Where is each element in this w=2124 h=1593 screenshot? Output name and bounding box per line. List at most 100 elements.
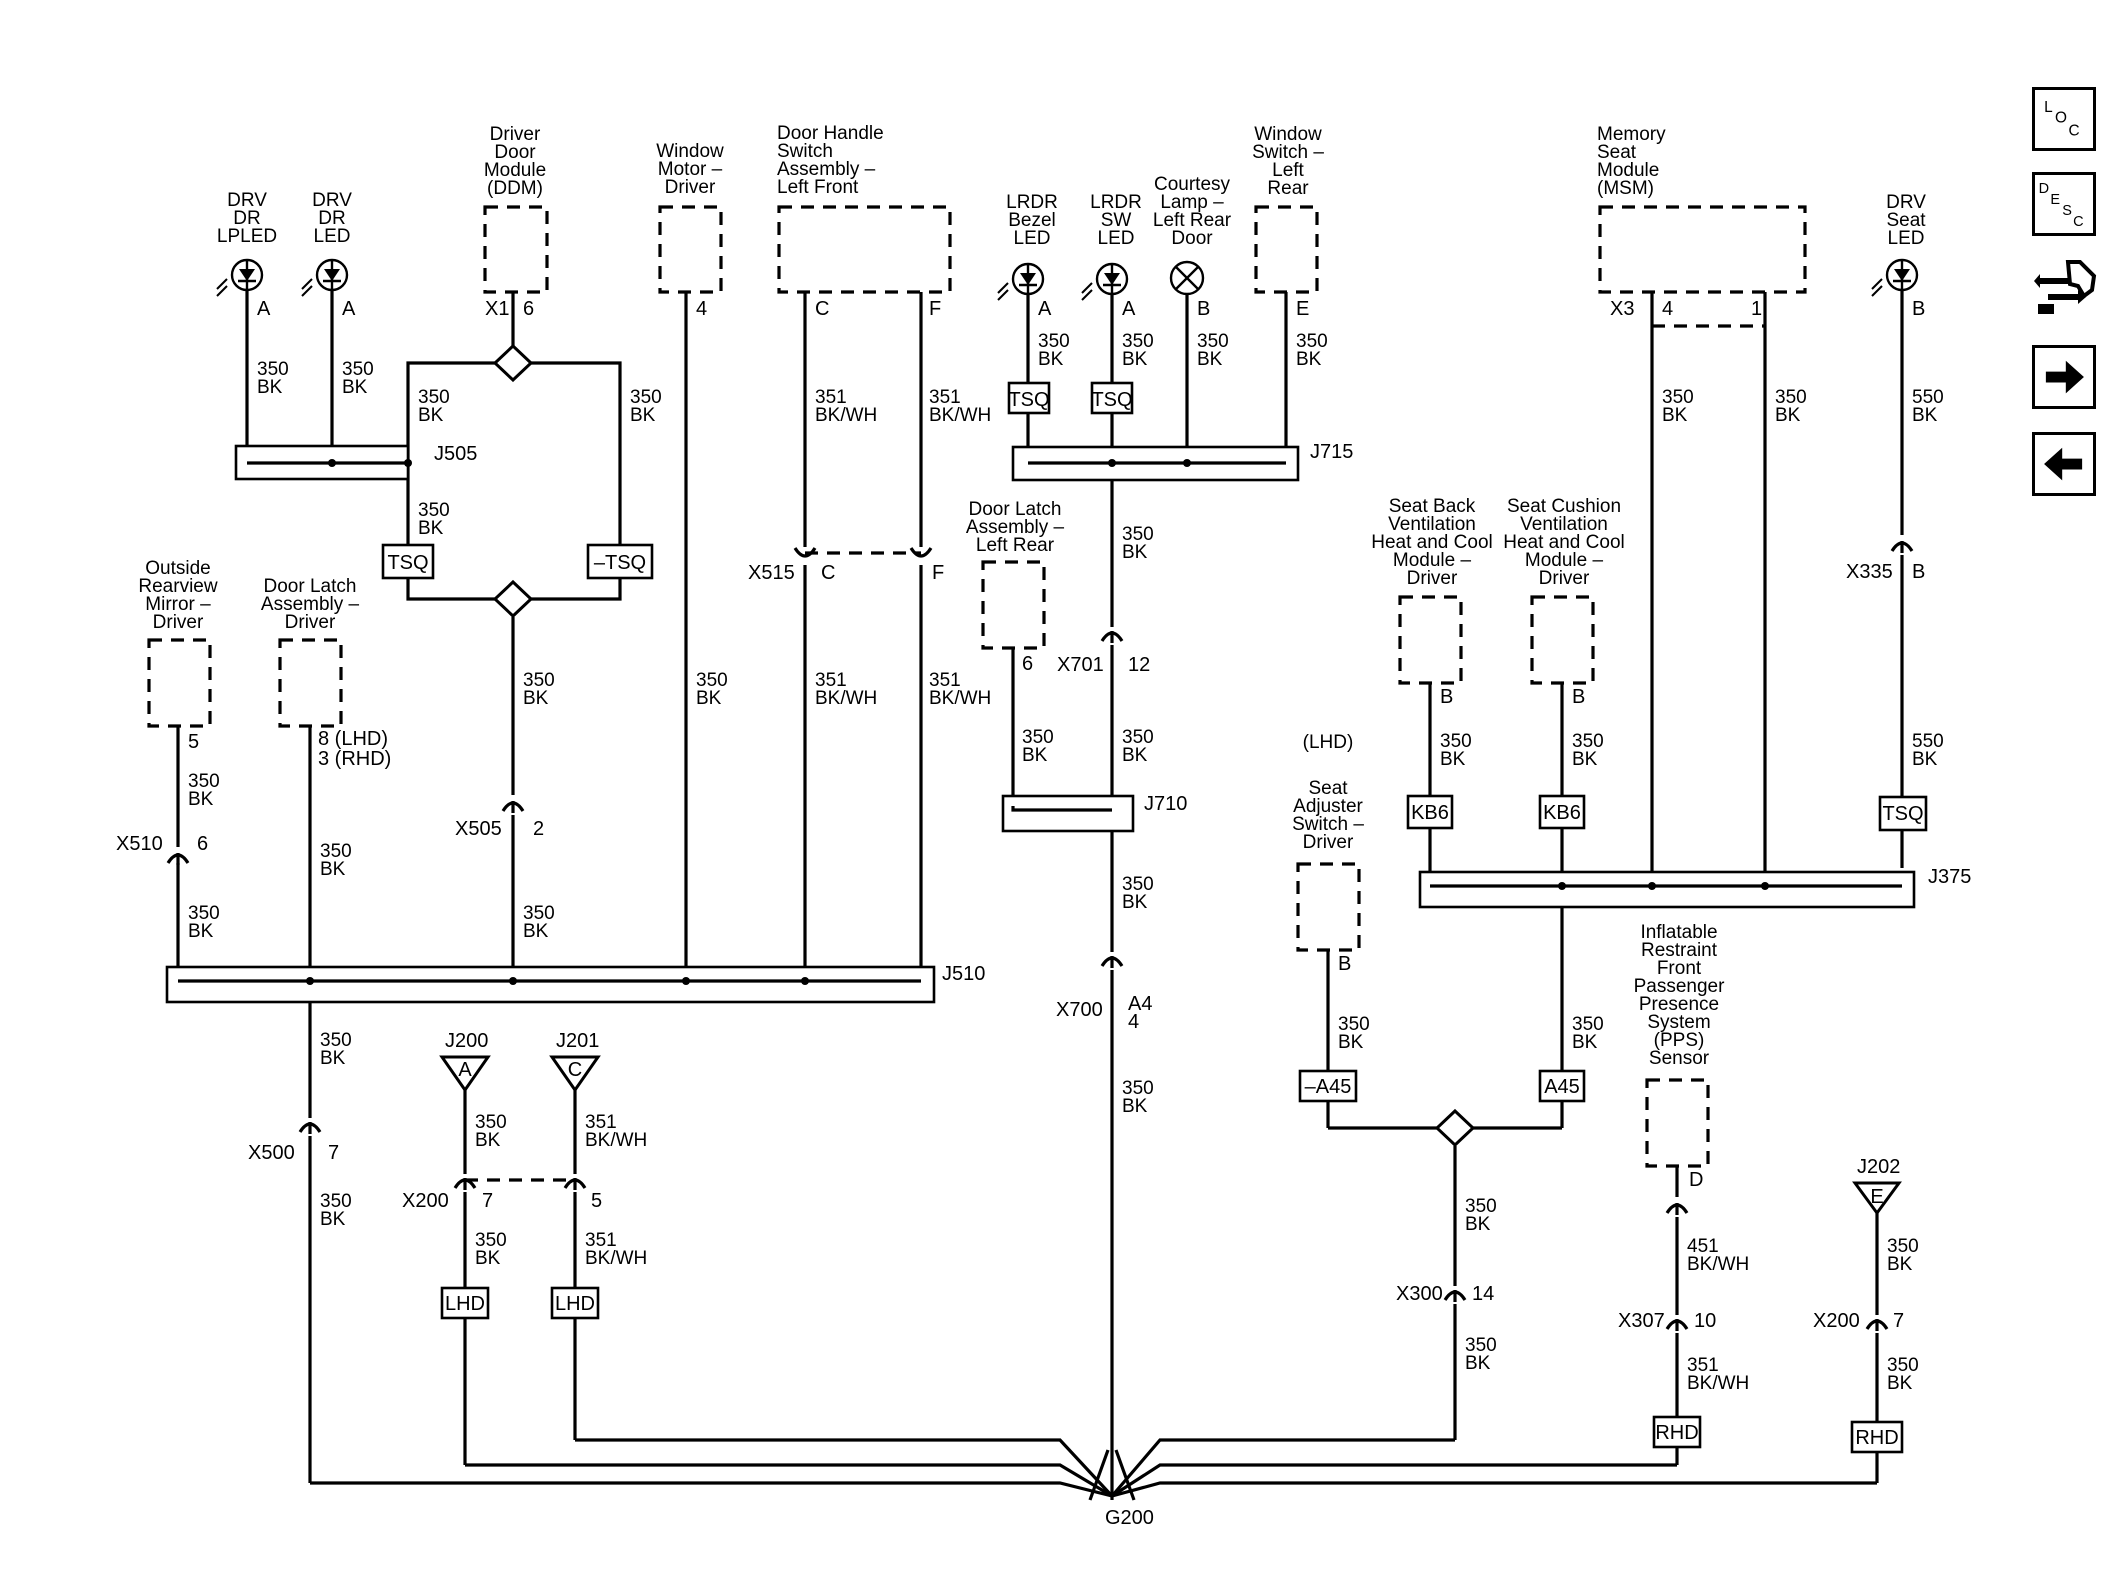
- svg-text:BK: BK: [1465, 1353, 1491, 1374]
- svg-text:351: 351: [585, 1230, 617, 1251]
- lrdr-bezel-led-icon: [996, 262, 1045, 302]
- pin-x510-6: 6: [197, 833, 208, 855]
- next-page-arrow-icon[interactable]: [2032, 345, 2096, 409]
- previous-page-arrow-icon[interactable]: [2032, 432, 2096, 496]
- svg-text:BK/WH: BK/WH: [1687, 1254, 1749, 1275]
- pin-latchlr-6: 6: [1022, 653, 1033, 675]
- splice-j202-pin: E: [1870, 1186, 1883, 1208]
- ground-g200-label: G200: [1105, 1507, 1154, 1529]
- connector-x3-label: X3: [1610, 298, 1634, 320]
- svg-text:BK: BK: [1122, 349, 1148, 370]
- svg-text:350: 350: [1296, 331, 1328, 352]
- svg-text:BK: BK: [188, 921, 214, 942]
- splice-j201-label: J201: [556, 1030, 599, 1052]
- splice-j201-pin: C: [568, 1059, 582, 1081]
- svg-text:350: 350: [320, 1030, 352, 1051]
- svg-text:BK: BK: [320, 1209, 346, 1230]
- pin-x515-f: F: [932, 562, 944, 584]
- svg-text:350: 350: [1887, 1236, 1919, 1257]
- svg-text:350: 350: [1572, 731, 1604, 752]
- svg-text:351: 351: [1687, 1355, 1719, 1376]
- svg-text:BK: BK: [1197, 349, 1223, 370]
- pin-wsw-e: E: [1296, 298, 1309, 320]
- svg-text:350: 350: [1122, 874, 1154, 895]
- pin-pps-d: D: [1689, 1169, 1703, 1191]
- component-boxes: [147, 205, 1807, 1168]
- pin-ddm-6: 6: [523, 298, 534, 320]
- option-rhd-pps: RHD: [1655, 1422, 1698, 1444]
- courtesy-lamp-icon: [1169, 260, 1205, 296]
- splice-j202-label: J202: [1857, 1156, 1900, 1178]
- svg-text:350: 350: [1022, 727, 1054, 748]
- svg-text:BK: BK: [696, 688, 722, 709]
- svg-text:C: C: [2073, 214, 2083, 230]
- option-lhd-j200: LHD: [445, 1293, 485, 1315]
- connector-x307-label: X307: [1618, 1310, 1665, 1332]
- svg-text:BK: BK: [1887, 1373, 1913, 1394]
- pin-x505-2: 2: [533, 818, 544, 840]
- pin-handle-c: C: [815, 298, 829, 320]
- svg-text:L: L: [2044, 99, 2053, 116]
- connector-x1-label: X1: [485, 298, 509, 320]
- splice-j375-label: J375: [1928, 866, 1971, 888]
- svg-text:BK: BK: [1662, 405, 1688, 426]
- splice-triangles: [439, 1055, 1902, 1216]
- svg-text:BK: BK: [1912, 405, 1938, 426]
- svg-text:BK/WH: BK/WH: [929, 688, 991, 709]
- option-kb6-cushion: KB6: [1543, 802, 1581, 824]
- splice-diamond-lower: [492, 579, 534, 619]
- svg-text:350: 350: [1887, 1355, 1919, 1376]
- splice-diamond-seat: [1434, 1108, 1476, 1148]
- pin-adjuster-b: B: [1338, 953, 1351, 975]
- svg-text:BK/WH: BK/WH: [1687, 1373, 1749, 1394]
- svg-text:350: 350: [188, 903, 220, 924]
- pin-msm-1: 1: [1751, 298, 1762, 320]
- pin-mirror-5: 5: [188, 731, 199, 753]
- svg-text:BK: BK: [1122, 745, 1148, 766]
- pin-sw-a: A: [1122, 298, 1136, 320]
- svg-text:350: 350: [1197, 331, 1229, 352]
- svg-text:351: 351: [929, 670, 961, 691]
- svg-text:BK: BK: [1572, 749, 1598, 770]
- pin-motor-4: 4: [696, 298, 707, 320]
- pin-led-a: A: [342, 298, 356, 320]
- svg-text:350: 350: [1440, 731, 1472, 752]
- option-a45: A45: [1544, 1076, 1580, 1098]
- svg-text:BK: BK: [1338, 1032, 1364, 1053]
- svg-text:BK: BK: [1122, 542, 1148, 563]
- pin-msm-4: 4: [1662, 298, 1673, 320]
- pin-x200a-5: 5: [591, 1190, 602, 1212]
- lhd-note: (LHD): [1303, 732, 1354, 753]
- svg-text:351: 351: [585, 1112, 617, 1133]
- svg-text:451: 451: [1687, 1236, 1719, 1257]
- option-boxes: [381, 381, 1928, 1454]
- connector-x300-label: X300: [1396, 1283, 1443, 1305]
- pin-x700-a4: A4: [1128, 993, 1152, 1015]
- connector-x505-label: X505: [455, 818, 502, 840]
- splice-j200-pin: A: [458, 1059, 472, 1081]
- splice-j710-label: J710: [1144, 793, 1187, 815]
- pin-handle-f: F: [929, 298, 941, 320]
- connector-x510-label: X510: [116, 833, 163, 855]
- option-tsq-bezel: TSQ: [1008, 389, 1049, 411]
- svg-text:350: 350: [342, 359, 374, 380]
- svg-text:C: C: [2069, 122, 2080, 139]
- svg-text:350: 350: [1572, 1014, 1604, 1035]
- pin-x500-7: 7: [328, 1142, 339, 1164]
- svg-text:E: E: [2050, 192, 2060, 208]
- connector-view-icon[interactable]: [2034, 256, 2098, 320]
- svg-text:350: 350: [1465, 1196, 1497, 1217]
- pin-x307-10: 10: [1694, 1310, 1716, 1332]
- pin-lpled-a: A: [257, 298, 271, 320]
